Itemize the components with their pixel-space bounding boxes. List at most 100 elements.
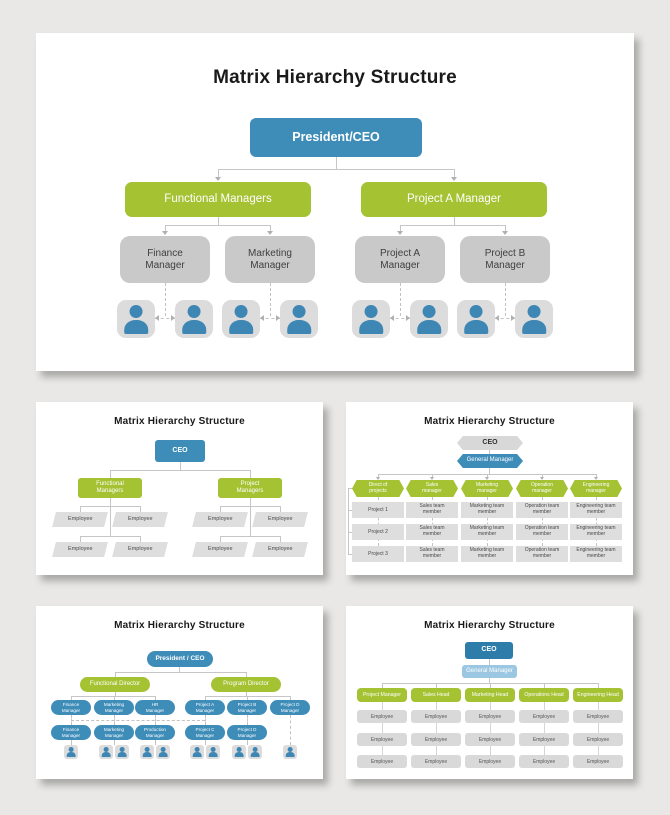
arrow-down-icon [267, 231, 273, 235]
org-node-ceo: CEO [155, 440, 205, 462]
connector [247, 740, 248, 745]
org-node-manager: Project A Manager [185, 700, 225, 715]
connector [110, 498, 111, 536]
arrow-down-icon [485, 477, 489, 480]
connector [290, 696, 291, 700]
connector [250, 498, 251, 536]
employee-node: Employee [52, 512, 108, 527]
employee-node: Employee [357, 733, 407, 746]
employee-node: Employee [252, 542, 308, 557]
employee-node: Employee [411, 710, 461, 723]
org-node-general-manager: General Manager [457, 454, 523, 468]
org-node-project-a-manager: Project A Manager [361, 182, 547, 217]
connector [598, 746, 599, 755]
org-node-head: Sales Head [411, 688, 461, 702]
org-node-program-director: Program Director [211, 677, 281, 692]
connector [165, 225, 270, 226]
connector [336, 157, 337, 169]
org-node-manager: Marketing Manager [94, 700, 134, 715]
arrow-down-icon [430, 477, 434, 480]
org-node-item: Engineering team member [570, 546, 622, 562]
org-node-general-manager: General Manager [462, 665, 517, 678]
connector [489, 659, 490, 665]
employee-node: Employee [411, 755, 461, 768]
connector [220, 536, 280, 537]
connector [218, 169, 219, 178]
connector [487, 497, 488, 546]
org-node-item: Marketing team member [461, 524, 513, 540]
org-node-head: Marketing Head [465, 688, 515, 702]
org-node-item: Engineering team member [570, 502, 622, 518]
org-node-manager: Production Manager [135, 725, 175, 740]
person-icon [248, 745, 262, 759]
connector [155, 318, 175, 319]
connector [270, 225, 271, 232]
org-node-manager: Finance Manager [51, 725, 91, 740]
connector [490, 723, 491, 733]
org-node-project-a-manager-sub: Project A Manager [355, 236, 445, 283]
arrow-right-icon [406, 315, 410, 321]
org-node-manager: HR Manager [135, 700, 175, 715]
slide-variant-3[interactable]: Matrix Hierarchy Structure President / C… [36, 606, 323, 779]
connector [80, 506, 140, 507]
connector [505, 225, 506, 232]
connector [260, 318, 280, 319]
org-node-marketing-manager: Marketing Manager [225, 236, 315, 283]
employee-node: Employee [519, 733, 569, 746]
connector [290, 715, 291, 745]
connector [115, 692, 116, 696]
employee-node: Employee [357, 755, 407, 768]
slide-main[interactable]: Matrix Hierarchy Structure President/CEO… [36, 33, 634, 371]
arrow-right-icon [511, 315, 515, 321]
org-node-item: Project 1 [352, 502, 404, 518]
connector [598, 683, 599, 688]
connector [490, 683, 491, 688]
connector [71, 720, 205, 721]
connector [246, 692, 247, 696]
connector [218, 217, 219, 225]
employee-node: Employee [465, 755, 515, 768]
person-icon [115, 745, 129, 759]
org-node-item: Marketing team member [461, 502, 513, 518]
slide-variant-4[interactable]: Matrix Hierarchy Structure CEO General M… [346, 606, 633, 779]
employee-node: Employee [112, 542, 168, 557]
slide-variant-2[interactable]: Matrix Hierarchy Structure CEO General M… [346, 402, 633, 575]
org-node-item: Sales team member [406, 524, 458, 540]
org-node-functional-director: Functional Director [80, 677, 150, 692]
connector [487, 474, 488, 478]
employee-node: Employee [465, 710, 515, 723]
connector [489, 468, 490, 474]
connector [544, 702, 545, 710]
org-node-ceo: President/CEO [250, 118, 422, 157]
connector [378, 474, 379, 478]
connector [155, 696, 156, 700]
connector [432, 474, 433, 478]
connector [71, 696, 72, 700]
connector [436, 683, 437, 688]
arrow-down-icon [162, 231, 168, 235]
connector [80, 536, 81, 542]
connector [436, 746, 437, 755]
org-node-functional-managers: Functional Managers [125, 182, 311, 217]
person-icon [410, 300, 448, 338]
arrow-down-icon [594, 477, 598, 480]
connector [348, 554, 353, 555]
connector [382, 746, 383, 755]
connector [382, 683, 383, 688]
slide-variant-1[interactable]: Matrix Hierarchy Structure CEO Functiona… [36, 402, 323, 575]
employee-node: Employee [192, 542, 248, 557]
connector [598, 723, 599, 733]
org-node-item: Operation team member [516, 524, 568, 540]
slide-title: Matrix Hierarchy Structure [114, 620, 245, 631]
connector [205, 715, 206, 725]
employee-node: Employee [573, 733, 623, 746]
connector [250, 470, 251, 478]
employee-node: Employee [252, 512, 308, 527]
org-node-manager: Project B Manager [227, 700, 267, 715]
connector [280, 536, 281, 542]
connector [378, 497, 379, 546]
org-node-item: Marketing team member [461, 546, 513, 562]
connector [542, 497, 543, 546]
person-icon [280, 300, 318, 338]
employee-node: Employee [357, 710, 407, 723]
